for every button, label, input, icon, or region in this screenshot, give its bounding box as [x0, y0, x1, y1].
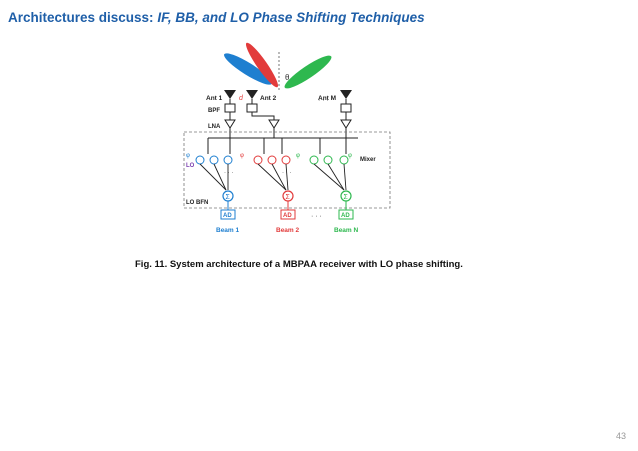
antm-label: Ant M	[318, 95, 336, 102]
ad2-box	[280, 209, 296, 220]
slide-title: Architectures discuss: IF, BB, and LO Ph…	[8, 10, 425, 25]
phi-label-2: φ	[240, 153, 244, 159]
mixer-label: Mixer	[360, 157, 376, 163]
title-emphasis: IF, BB, and LO Phase Shifting Techniques	[157, 10, 425, 25]
mixer-icon	[209, 155, 219, 165]
mixer-icon	[223, 155, 233, 165]
combiner-lines	[199, 163, 347, 191]
mixer-row	[195, 155, 349, 165]
lnam-icon	[340, 119, 352, 129]
mbpaa-receiver-diagram: θ · · · Ant 1 d Ant 2 Ant M BPF LNA LO B…	[183, 42, 391, 234]
feed-lines	[207, 99, 358, 154]
beam-ellipsis: · · ·	[318, 97, 329, 104]
beam-lobe-red	[245, 42, 279, 88]
page-number: 43	[615, 431, 626, 441]
mixer-icon	[195, 155, 205, 165]
ad-ellipsis: · · ·	[311, 213, 322, 220]
mixer-icon	[253, 155, 263, 165]
ad3-label: AD	[341, 213, 350, 219]
d-label: d	[239, 95, 244, 102]
beam2-label: Beam 2	[276, 227, 300, 234]
bpf1-icon	[224, 103, 236, 113]
lobfn-label: LO BFN	[186, 200, 208, 206]
antenna2-icon	[246, 90, 258, 99]
ant1-label: Ant 1	[206, 95, 223, 102]
ad2-label: AD	[283, 213, 292, 219]
mixer-icon	[267, 155, 277, 165]
ant2-label: Ant 2	[260, 95, 277, 102]
lna2-icon	[268, 119, 280, 129]
mixer-icon	[281, 155, 291, 165]
phi-label-3: φ	[296, 153, 300, 159]
figure-caption: Fig. 11. System architecture of a MBPAA …	[135, 259, 463, 270]
lna1-icon	[224, 119, 236, 129]
phi-label-4: φ	[348, 153, 352, 159]
sum2-label: Σ	[286, 194, 291, 201]
beam-lobe-green	[284, 55, 332, 89]
antenna1-icon	[224, 90, 236, 99]
mixer-icon	[339, 155, 349, 165]
theta-label: θ	[285, 73, 290, 82]
mixer-ellipsis-1: · · ·	[224, 170, 233, 176]
ad3-box	[338, 209, 354, 220]
ad1-label: AD	[223, 213, 232, 219]
mixer-icon	[309, 155, 319, 165]
ad-links	[227, 201, 347, 210]
bpf2-icon	[246, 103, 258, 113]
lo-bfn-box	[183, 131, 391, 209]
antennam-icon	[340, 90, 352, 99]
beamn-label: Beam N	[334, 227, 359, 234]
phi-label-1: φ	[186, 153, 190, 159]
bpf-label: BPF	[208, 108, 220, 114]
lo-label: LO	[186, 163, 195, 169]
beam-lobe-blue	[224, 53, 272, 85]
beam1-label: Beam 1	[216, 227, 240, 234]
mixer-icon	[323, 155, 333, 165]
ad1-box	[220, 209, 236, 220]
lna-label: LNA	[208, 124, 221, 130]
sum1-label: Σ	[226, 194, 231, 201]
sum3-label: Σ	[344, 194, 349, 201]
title-prefix: Architectures discuss:	[8, 10, 158, 25]
bpfm-icon	[340, 103, 352, 113]
